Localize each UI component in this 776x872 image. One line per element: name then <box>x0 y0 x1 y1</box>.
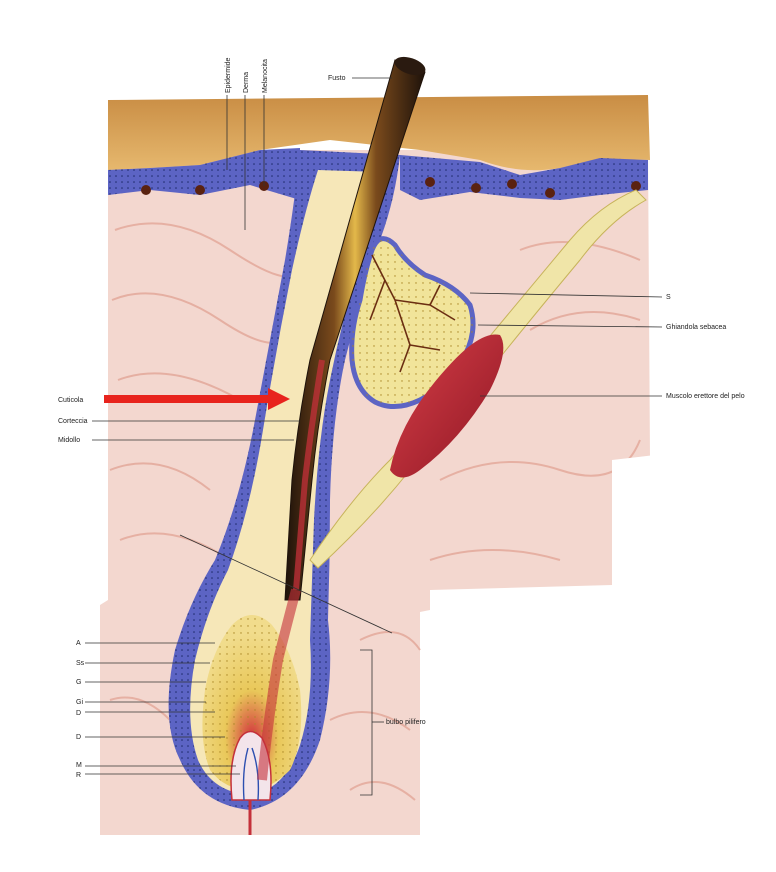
gland-ducts <box>369 254 456 373</box>
label-cuticola: Cuticola <box>58 397 83 404</box>
label-bulbo-pilifero: bulbo pilifero <box>386 719 426 726</box>
label-melanocita: Melanocita <box>262 59 269 93</box>
label-muscolo-erettore: Muscolo erettore del pelo <box>666 393 745 400</box>
label-left-d: Gi <box>76 699 83 706</box>
label-left-b: Ss <box>76 660 85 667</box>
medulla <box>293 359 325 591</box>
label-left-a: A <box>76 640 81 647</box>
label-epidermide: Epidermide <box>225 57 232 93</box>
label-left-h: R <box>76 772 81 779</box>
label-midollo: Midollo <box>58 437 80 444</box>
label-left-g: M <box>76 762 82 769</box>
hair-shaft-tip <box>394 56 426 76</box>
melanocytes <box>141 177 641 198</box>
label-derma: Derma <box>243 72 250 93</box>
label-ghiandola-sebacea: Ghiandola sebacea <box>666 324 726 331</box>
label-corteccia: Corteccia <box>58 418 88 425</box>
label-fusto: Fusto <box>328 75 346 82</box>
leader-lines <box>85 77 663 796</box>
label-left-e: D <box>76 710 81 717</box>
cuticle-arrow <box>104 388 290 410</box>
label-left-c: G <box>76 679 81 686</box>
label-left-f: D <box>76 734 81 741</box>
label-s: S <box>666 294 671 301</box>
arrector-pili-belly <box>390 334 504 478</box>
papilla-vessels <box>242 747 260 801</box>
